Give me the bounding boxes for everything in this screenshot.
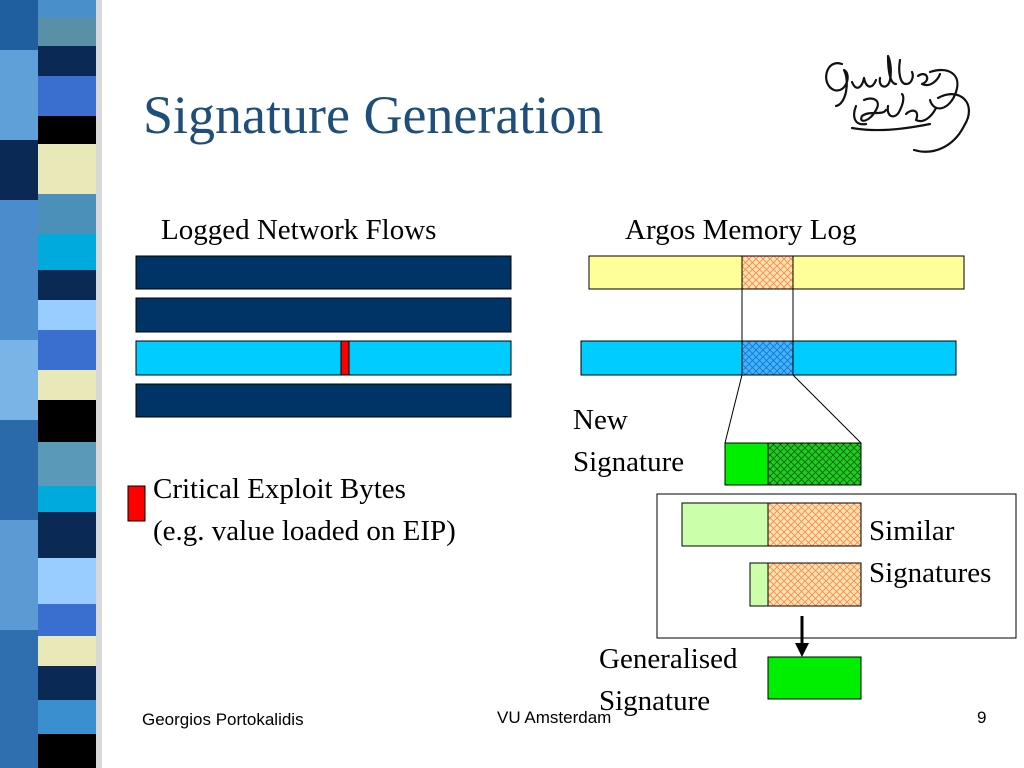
arrow-down-icon [795, 616, 809, 657]
network-flow-bar [135, 255, 512, 290]
generalised-signature-block [767, 656, 862, 700]
generalised-signature-line-2: Signature [599, 685, 711, 717]
slide-title: Signature Generation [143, 85, 604, 145]
similar-signatures-line-2: Signatures [869, 557, 992, 589]
footer-institution: VU Amsterdam [497, 708, 612, 727]
similar-signatures-line-1: Similar [869, 515, 955, 547]
exploit-byte-marker [340, 340, 350, 376]
left-column-heading: Logged Network Flows [161, 214, 437, 246]
decorative-left-strip [0, 0, 118, 768]
new-signature-block [724, 442, 862, 486]
footer-author: Georgios Portokalidis [142, 710, 304, 729]
new-signature-line-2: Signature [573, 446, 685, 478]
similar-signature-block [749, 562, 862, 607]
right-column-heading: Argos Memory Log [625, 214, 857, 246]
legend-line-1: Critical Exploit Bytes [153, 473, 406, 505]
network-flow-bar [135, 297, 512, 333]
similar-signatures-frame [656, 493, 1017, 639]
logged-network-flows [135, 255, 512, 418]
legend-swatch-exploit-bytes [127, 485, 146, 522]
legend-label: Critical Exploit Bytes (e.g. value loade… [153, 468, 456, 552]
similar-signatures-label: Similar Signatures [869, 510, 991, 594]
footer-page-number: 9 [977, 708, 987, 727]
network-flow-bar [135, 383, 512, 418]
network-flow-bar-highlighted [135, 340, 512, 376]
similar-signature-block [681, 502, 862, 547]
memory-flow-segment [741, 340, 794, 376]
generalised-signature-line-1: Generalised [599, 643, 738, 675]
argos-memory-log [580, 255, 965, 444]
new-signature-label: New Signature [573, 399, 684, 483]
legend-line-2: (e.g. value loaded on EIP) [153, 515, 456, 547]
new-signature-line-1: New [573, 404, 628, 436]
handwritten-signature-icon [825, 54, 970, 153]
memory-log-segment [741, 255, 794, 290]
generalised-signature-label: Generalised Signature [599, 638, 738, 722]
